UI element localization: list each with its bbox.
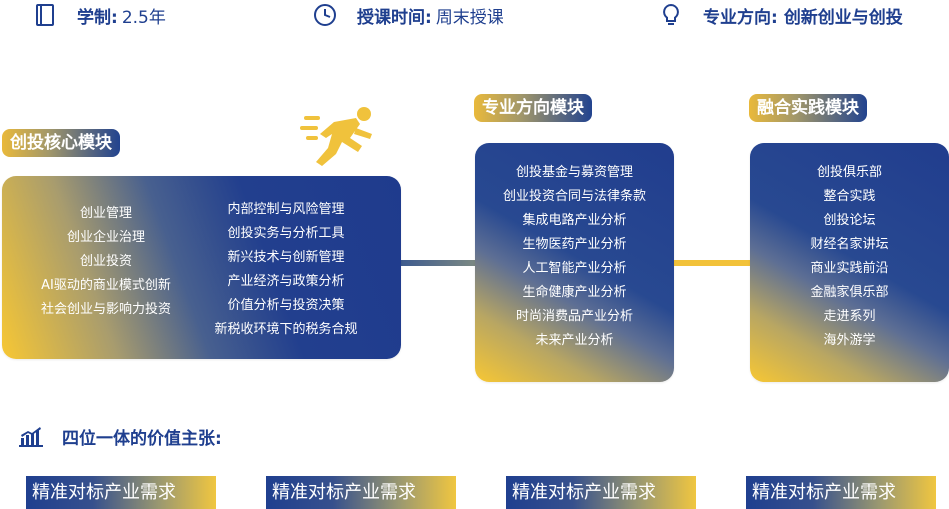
card-direction-module: 创投基金与募资管理 创业投资合同与法律条款 集成电路产业分析 生物医药产业分析 … <box>475 143 674 382</box>
list-item: 新税收环境下的税务合规 <box>214 322 358 337</box>
list-item: 生物医药产业分析 <box>522 237 627 252</box>
list-item: 走进系列 <box>823 309 876 324</box>
list-item: 创投基金与募资管理 <box>515 165 633 180</box>
info-direction: 专业方向: 创新创业与创投 <box>659 2 903 28</box>
schedule-value: 周末授课 <box>435 7 504 28</box>
list-item: 未来产业分析 <box>535 333 614 348</box>
value-heading: 四位一体的价值主张: <box>18 424 222 449</box>
value-pill-3: 精准对标产业需求 <box>506 476 696 509</box>
direction-list: 创投基金与募资管理 创业投资合同与法律条款 集成电路产业分析 生物医药产业分析 … <box>475 143 674 353</box>
list-item: 整合实践 <box>823 189 876 204</box>
clock-icon <box>314 4 336 26</box>
card-practice-module: 创投俱乐部 整合实践 创投论坛 财经名家讲坛 商业实践前沿 金融家俱乐部 走进系… <box>750 143 949 382</box>
list-item: 创业管理 <box>79 206 132 221</box>
list-item: 价值分析与投资决策 <box>227 298 345 313</box>
list-item: 金融家俱乐部 <box>810 285 889 300</box>
info-schedule: 授课时间: 周末授课 <box>313 2 504 28</box>
list-item: 创投实务与分析工具 <box>227 226 345 241</box>
list-item: 创业投资合同与法律条款 <box>502 189 646 204</box>
tag-practice-module: 融合实践模块 <box>749 94 867 122</box>
info-duration: 学制: 2.5年 <box>33 2 166 28</box>
value-pill-2: 精准对标产业需求 <box>266 476 456 509</box>
list-item: 新兴技术与创新管理 <box>227 250 345 265</box>
duration-label: 学制: <box>77 7 118 28</box>
card-core-module: 创业管理 创业企业治理 创业投资 AI驱动的商业模式创新 社会创业与影响力投资 … <box>2 176 401 359</box>
bar-chart-icon <box>19 426 43 447</box>
tag-core-module: 创投核心模块 <box>2 129 120 157</box>
lightbulb-icon <box>663 3 679 25</box>
list-item: 财经名家讲坛 <box>810 237 889 252</box>
list-item: 集成电路产业分析 <box>522 213 627 228</box>
list-item: 创业投资 <box>79 254 132 269</box>
connector-direction-practice <box>673 260 752 266</box>
list-item: 海外游学 <box>823 333 876 348</box>
schedule-label: 授课时间: <box>357 7 432 28</box>
value-pill-4: 精准对标产业需求 <box>746 476 936 509</box>
list-item: 内部控制与风险管理 <box>227 202 345 217</box>
book-icon <box>36 4 54 26</box>
core-left-list: 创业管理 创业企业治理 创业投资 AI驱动的商业模式创新 社会创业与影响力投资 <box>20 202 192 322</box>
list-item: AI驱动的商业模式创新 <box>41 278 171 293</box>
list-item: 产业经济与政策分析 <box>227 274 345 289</box>
tag-direction-module: 专业方向模块 <box>474 94 592 122</box>
runner-icon <box>300 107 372 166</box>
direction-value: 创新创业与创投 <box>783 7 903 28</box>
list-item: 创投论坛 <box>823 213 876 228</box>
list-item: 时尚消费品产业分析 <box>515 309 633 324</box>
practice-list: 创投俱乐部 整合实践 创投论坛 财经名家讲坛 商业实践前沿 金融家俱乐部 走进系… <box>750 143 949 353</box>
list-item: 商业实践前沿 <box>810 261 889 276</box>
list-item: 创投俱乐部 <box>816 165 882 180</box>
duration-value: 2.5年 <box>121 7 166 28</box>
list-item: 社会创业与影响力投资 <box>40 302 171 317</box>
value-title: 四位一体的价值主张: <box>62 429 222 449</box>
connector-core-direction <box>399 260 477 266</box>
direction-label: 专业方向: <box>703 7 778 28</box>
list-item: 创业企业治理 <box>66 230 145 245</box>
list-item: 人工智能产业分析 <box>522 261 627 276</box>
list-item: 生命健康产业分析 <box>522 285 627 300</box>
core-right-list: 内部控制与风险管理 创投实务与分析工具 新兴技术与创新管理 产业经济与政策分析 … <box>198 198 374 342</box>
value-pill-1: 精准对标产业需求 <box>26 476 216 509</box>
